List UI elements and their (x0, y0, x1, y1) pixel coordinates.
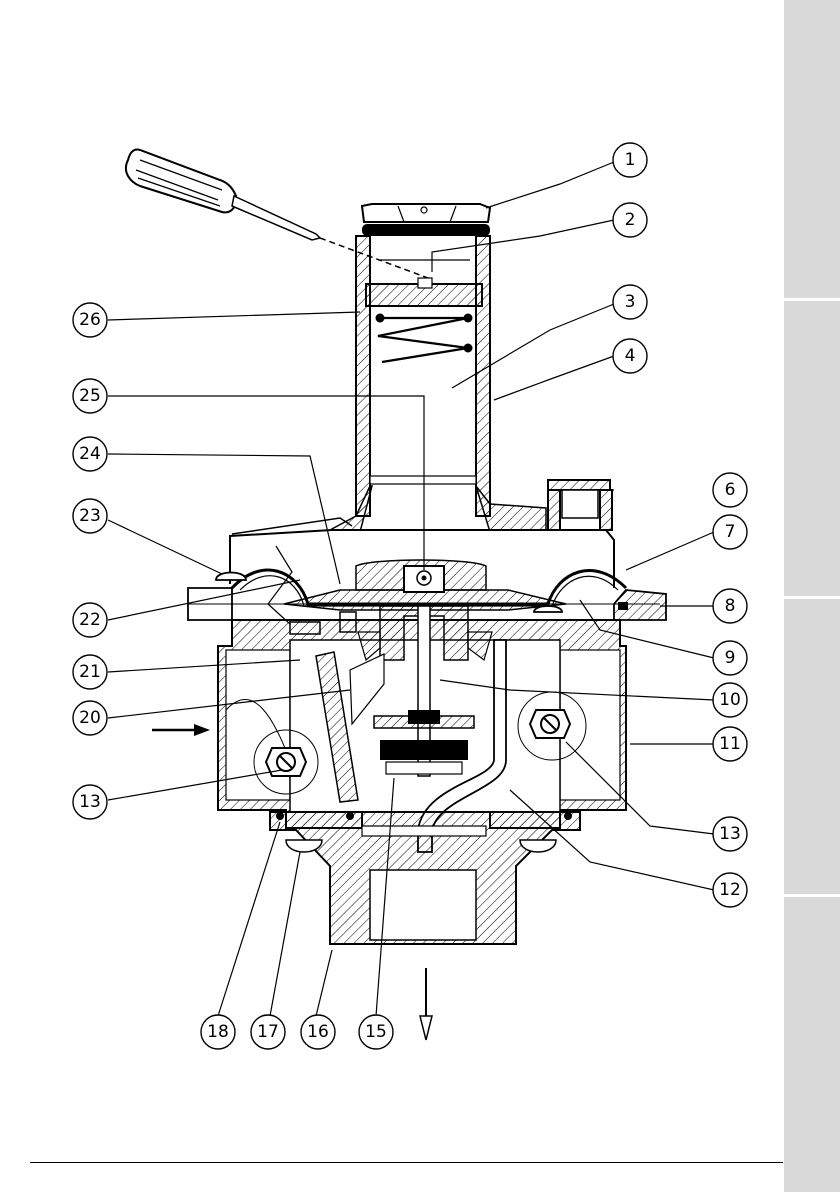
svg-text:18: 18 (207, 1022, 229, 1042)
svg-text:12: 12 (719, 880, 741, 900)
callout-4: 4 (613, 339, 647, 373)
svg-text:21: 21 (79, 662, 101, 682)
callout-12: 12 (713, 873, 747, 907)
callout-21: 21 (73, 655, 107, 689)
callout-11: 11 (713, 727, 747, 761)
side-tab-bar (784, 0, 840, 1192)
callout-23: 23 (73, 499, 107, 533)
callout-17: 17 (251, 1015, 285, 1049)
callout-7: 7 (713, 515, 747, 549)
outlet-section (270, 812, 580, 944)
footer-rule (30, 1162, 783, 1163)
svg-text:2: 2 (625, 210, 636, 230)
svg-text:17: 17 (257, 1022, 279, 1042)
spring-housing (330, 236, 546, 532)
svg-text:16: 16 (307, 1022, 329, 1042)
svg-text:24: 24 (79, 444, 101, 464)
callout-13-right: 13 (713, 817, 747, 851)
svg-text:23: 23 (79, 506, 101, 526)
callout-18: 18 (201, 1015, 235, 1049)
svg-text:1: 1 (625, 150, 636, 170)
svg-text:20: 20 (79, 708, 101, 728)
svg-text:26: 26 (79, 310, 101, 330)
svg-text:13: 13 (719, 824, 741, 844)
svg-text:7: 7 (725, 522, 736, 542)
callout-20: 20 (73, 701, 107, 735)
svg-text:3: 3 (625, 292, 636, 312)
callout-8: 8 (713, 589, 747, 623)
svg-text:9: 9 (725, 648, 736, 668)
svg-text:13: 13 (79, 792, 101, 812)
callout-15: 15 (359, 1015, 393, 1049)
callout-16: 16 (301, 1015, 335, 1049)
callout-3: 3 (613, 285, 647, 319)
regulator-cross-section-diagram: 1 2 3 4 6 7 8 9 10 11 13 12 26 25 24 23 … (0, 0, 784, 1192)
callout-22: 22 (73, 603, 107, 637)
tab-divider (784, 894, 840, 897)
adjusting-screw (366, 278, 482, 306)
top-cap (362, 204, 490, 236)
callout-9: 9 (713, 641, 747, 675)
svg-text:15: 15 (365, 1022, 387, 1042)
tab-divider (784, 298, 840, 301)
svg-text:6: 6 (725, 480, 736, 500)
svg-text:22: 22 (79, 610, 101, 630)
callout-1: 1 (613, 143, 647, 177)
svg-text:4: 4 (625, 346, 636, 366)
callout-26: 26 (73, 303, 107, 337)
callout-6: 6 (713, 473, 747, 507)
callout-13-left: 13 (73, 785, 107, 819)
svg-text:10: 10 (719, 690, 741, 710)
callout-25: 25 (73, 379, 107, 413)
arrow-down-icon (420, 968, 432, 1040)
svg-text:25: 25 (79, 386, 101, 406)
callout-24: 24 (73, 437, 107, 471)
tab-divider (784, 596, 840, 599)
callout-2: 2 (613, 203, 647, 237)
callout-10: 10 (713, 683, 747, 717)
svg-text:11: 11 (719, 734, 741, 754)
svg-text:8: 8 (725, 596, 736, 616)
vent-plug (548, 480, 612, 530)
arrow-right-icon (152, 724, 210, 736)
